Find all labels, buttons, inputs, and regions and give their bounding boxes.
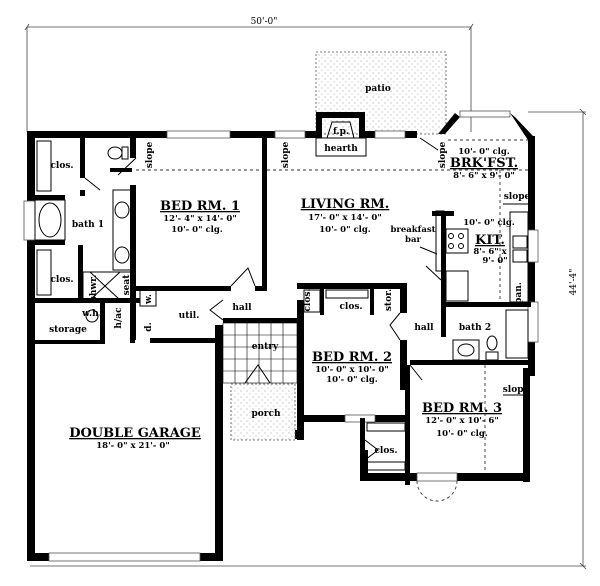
hvac-label: h/ac bbox=[114, 307, 124, 329]
room-bed3: BED RM. 3 12'- 0" x 10'- 6" 10'- 0" clg. bbox=[422, 401, 502, 439]
slope-label-living: slope bbox=[281, 141, 291, 168]
water-heater-label: w.h. bbox=[81, 309, 102, 319]
utility-label: util. bbox=[179, 311, 200, 321]
bed2-size: 10'- 0" x 10'- 0" bbox=[315, 365, 389, 375]
patio: patio bbox=[315, 51, 447, 135]
breakfast-bar-line1: breakfast bbox=[390, 225, 435, 235]
living-ceiling: 10'- 0" clg. bbox=[319, 225, 371, 235]
closet-bed2-label: clos. bbox=[339, 302, 362, 312]
kitchen-size-2: 9'- 0" bbox=[482, 256, 507, 266]
fireplace: f.p. hearth bbox=[315, 121, 367, 157]
room-kitchen: 10'- 0" clg. KIT. 8'- 6" x 9'- 0" bbox=[463, 218, 515, 266]
slope-label-breakfast: slope bbox=[438, 141, 448, 168]
exterior-walls bbox=[27, 112, 535, 561]
bed3-ceiling: 10'- 0" clg. bbox=[436, 429, 488, 439]
room-living: LIVING RM. 17'- 0" x 14'- 0" 10'- 0" clg… bbox=[301, 197, 390, 235]
breakfast-ceiling: 10'- 0" clg. bbox=[458, 147, 510, 157]
bed3-size: 12'- 0" x 10'- 6" bbox=[425, 416, 499, 426]
breakfast-bar-line2: bar bbox=[405, 235, 421, 245]
ceiling-slope-lines bbox=[136, 139, 528, 473]
porch: porch bbox=[230, 383, 296, 441]
bed2-ceiling: 10'- 0" clg. bbox=[326, 375, 378, 385]
pantry-label: pan. bbox=[514, 282, 524, 304]
hearth-label: hearth bbox=[324, 144, 358, 154]
closet-master-bottom-label: clos. bbox=[50, 275, 73, 285]
slope-annotations: slope slope slope slope slope bbox=[145, 141, 531, 396]
storage-small-label: stor. bbox=[384, 289, 394, 311]
slope-label-bed3: slope bbox=[503, 385, 530, 395]
bed1-title: BED RM. 1 bbox=[160, 199, 240, 214]
storage-label: storage bbox=[49, 325, 87, 335]
closet-master-top-label: clos. bbox=[50, 161, 73, 171]
bath1-label: bath 1 bbox=[72, 220, 104, 230]
fireplace-label: f.p. bbox=[333, 127, 349, 137]
bed1-ceiling: 10'- 0" clg. bbox=[171, 225, 223, 235]
hall-left-label: hall bbox=[232, 303, 252, 313]
dryer-label: d. bbox=[144, 322, 154, 331]
living-title: LIVING RM. bbox=[301, 197, 390, 212]
kitchen-ceiling: 10'- 0" clg. bbox=[463, 218, 515, 228]
room-breakfast: 10'- 0" clg. BRK'FST. 8'- 6" x 9'- 0" bbox=[450, 147, 518, 181]
bath2-label: bath 2 bbox=[459, 323, 491, 333]
entry-label: entry bbox=[252, 342, 279, 352]
garage-title: DOUBLE GARAGE bbox=[69, 426, 201, 441]
bed2-title: BED RM. 2 bbox=[312, 350, 392, 365]
room-bed1: BED RM. 1 12'- 4" x 14'- 0" 10'- 0" clg. bbox=[160, 199, 240, 235]
room-bed2: BED RM. 2 10'- 0" x 10'- 0" 10'- 0" clg. bbox=[312, 350, 392, 385]
breakfast-title: BRK'FST. bbox=[450, 156, 518, 171]
kitchen-title: KIT. bbox=[475, 233, 505, 248]
fixtures bbox=[34, 140, 529, 502]
hall-right-label: hall bbox=[414, 323, 434, 333]
seat-label: seat bbox=[122, 274, 132, 296]
kitchen-size-1: 8'- 6" x bbox=[473, 247, 507, 257]
slope-label-bed1: slope bbox=[145, 141, 155, 168]
width-dimension: 50'-0" bbox=[24, 14, 474, 132]
minor-labels: bath 1 bath 2 clos. clos. shwr. seat w.h… bbox=[49, 161, 524, 456]
shower-label: shwr. bbox=[89, 275, 99, 301]
depth-dimension: 44'-4" bbox=[30, 108, 587, 570]
slope-label-kitchen: slope bbox=[504, 192, 531, 202]
washer-label: w. bbox=[144, 294, 154, 305]
bed3-title: BED RM. 3 bbox=[422, 401, 502, 416]
closet-bed2-small-label: clos. bbox=[303, 288, 313, 311]
width-label: 50'-0" bbox=[251, 17, 278, 27]
bed1-size: 12'- 4" x 14'- 0" bbox=[163, 214, 237, 224]
depth-label: 44'-4" bbox=[569, 269, 579, 296]
breakfast-bar-callout: breakfast bar bbox=[390, 225, 438, 255]
door-swings bbox=[84, 137, 442, 461]
breakfast-size: 8'- 6" x 9'- 0" bbox=[453, 171, 515, 181]
living-size: 17'- 0" x 14'- 0" bbox=[308, 213, 382, 223]
room-garage: DOUBLE GARAGE 18'- 0" x 21'- 0" bbox=[69, 426, 201, 451]
garage-size: 18'- 0" x 21'- 0" bbox=[96, 441, 170, 451]
entry-tile-floor bbox=[222, 322, 298, 384]
closet-bed3-label: clos. bbox=[374, 446, 397, 456]
porch-label: porch bbox=[251, 409, 281, 419]
patio-label: patio bbox=[365, 84, 391, 94]
